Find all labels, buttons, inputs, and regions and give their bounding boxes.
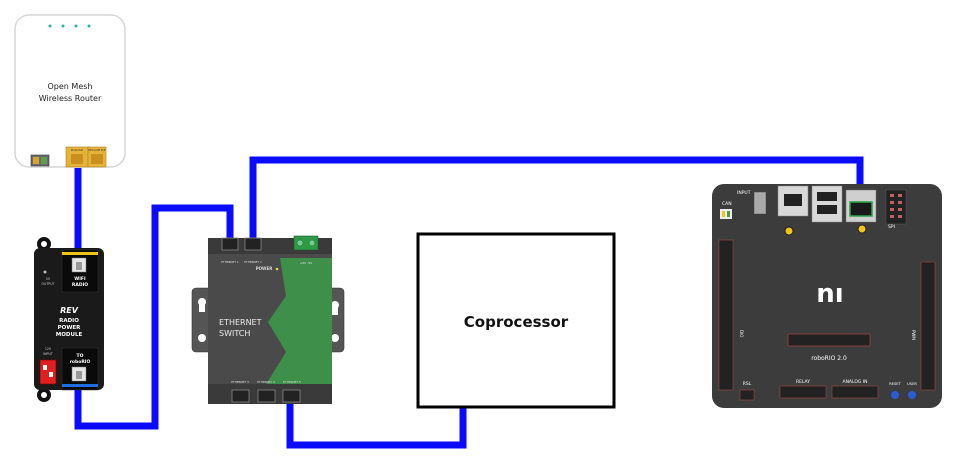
ethernet-switch: ETHERNET 1 ETHERNET 2 +5V -5V POWER ETHE… [191, 235, 345, 404]
cable-switch-to-roborio [249, 156, 864, 240]
switch-port-bot3-label: ETHERNET 5 [283, 380, 301, 384]
switch-port-bottom-3 [282, 389, 301, 403]
radio-input-label1: 12V [45, 347, 52, 351]
radio-power-module: WIFI RADIO 5V OUTPUT REV RADIO POWER MOD… [34, 237, 104, 402]
roborio: INPUT CAN SPI DIO PWM nı roboRIO 2.0 [712, 184, 942, 408]
roborio-ethernet-port [849, 201, 873, 217]
radio-input-label2: INPUT [43, 352, 53, 356]
roborio-ni-logo: nı [816, 279, 843, 309]
switch-power-terminal [293, 235, 319, 251]
switch-terminal-label: +5V -5V [300, 261, 313, 265]
router-label-line1: Open Mesh [48, 82, 93, 91]
radio-title1: RADIO [59, 318, 79, 324]
roborio-input-label: INPUT [737, 190, 751, 196]
switch-title-line2: SWITCH [219, 329, 250, 338]
roborio-user-label: USER [907, 382, 917, 386]
switch-title-line1: ETHERNET [219, 318, 262, 327]
switch-port-bottom-1 [231, 389, 250, 403]
switch-power-label: POWER [256, 266, 273, 271]
roborio-can-label: CAN [722, 201, 732, 207]
roborio-pwm-label: PWM [911, 330, 916, 340]
cable-switch-to-coprocessor [286, 398, 467, 449]
radio-rio-label1: TO [77, 353, 84, 359]
coprocessor-label: Coprocessor [464, 313, 569, 331]
switch-port-top1-label: ETHERNET 1 [221, 260, 239, 264]
switch-port-top-1 [221, 237, 239, 251]
router-label-line2: Wireless Router [39, 94, 102, 103]
wireless-router: Open Mesh Wireless Router PLUG PoE RECLA… [14, 14, 126, 168]
roborio-reset-label: RESET [889, 382, 901, 386]
switch-port-bottom-2 [257, 389, 276, 403]
roborio-mxp-connector [787, 333, 871, 347]
roborio-rsl-label: RSL [743, 381, 752, 387]
switch-port-bot1-label: ETHERNET 3 [231, 380, 249, 384]
roborio-analog-header [831, 385, 879, 399]
roborio-dio-label: DIO [739, 330, 744, 337]
radio-title3: MODULE [56, 332, 83, 338]
roborio-rsl-header [739, 389, 755, 401]
roborio-user-button [908, 391, 916, 399]
cable-radio-to-switch [74, 204, 234, 430]
switch-green-panel [265, 258, 332, 386]
router-power-socket [30, 154, 50, 167]
router-port2-label: RECLAIM PoE [88, 148, 105, 152]
radio-side-label1: 5V [46, 277, 51, 281]
coprocessor: Coprocessor [416, 232, 616, 409]
roborio-reset-button [891, 391, 899, 399]
switch-port-top2-label: ETHERNET 2 [244, 260, 262, 264]
switch-port-bot2-label: ETHERNET 4 [257, 380, 275, 384]
radio-wifi-label2: RADIO [72, 282, 88, 288]
radio-title2: POWER [58, 325, 82, 331]
roborio-relay-label: RELAY [796, 379, 810, 385]
radio-brand-logo: REV [60, 306, 79, 315]
radio-12v-input-connector [39, 359, 57, 385]
roborio-relay-header [779, 385, 827, 399]
roborio-right-header [920, 261, 936, 391]
roborio-spi-label: SPI [888, 224, 895, 230]
roborio-left-header [718, 239, 734, 391]
radio-side-label2: OUTPUT [42, 282, 55, 286]
roborio-analog-label: ANALOG IN [842, 379, 867, 385]
radio-rio-label2: roboRIO [70, 359, 91, 365]
switch-port-top-2 [244, 237, 262, 251]
router-port1-label: PLUG PoE [71, 148, 84, 152]
radio-wifi-label1: WIFI [74, 276, 86, 282]
cables [74, 156, 864, 449]
roborio-name-label: roboRIO 2.0 [811, 355, 847, 362]
